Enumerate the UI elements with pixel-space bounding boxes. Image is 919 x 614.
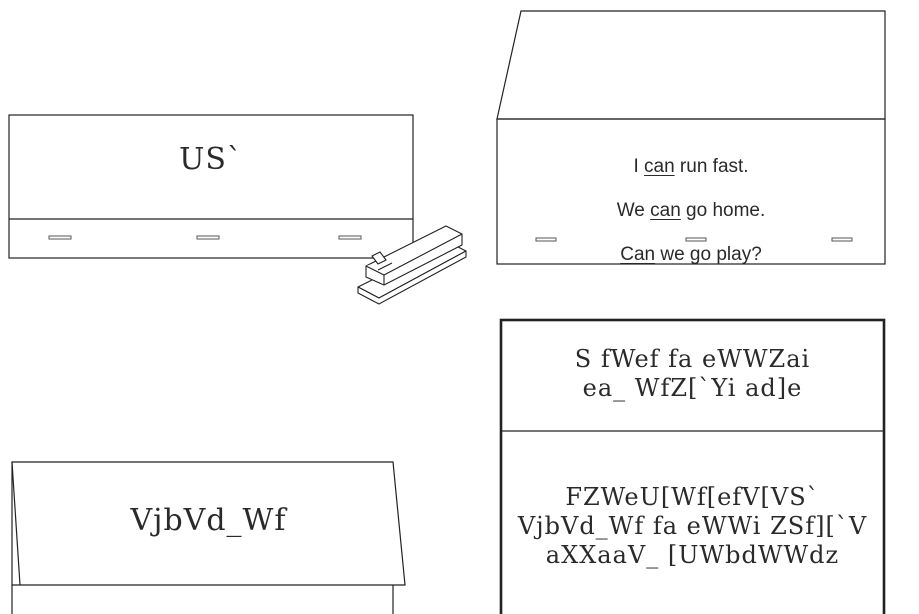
staple-mark xyxy=(197,236,219,239)
sight-word: can xyxy=(644,156,675,177)
section-bottom-label: FZWeU[Wf[efV[VS` VjbVd_Wf fa eWWi ZSf][`… xyxy=(501,483,884,570)
sentence-line: We can go home. xyxy=(497,200,885,222)
sight-word: can xyxy=(650,200,681,221)
staple-mark xyxy=(339,236,361,239)
card-flap xyxy=(497,11,885,119)
staple-mark xyxy=(49,236,71,239)
strip-outline xyxy=(9,115,413,258)
section-top-label: S fWef fa eWWZai ea_ WfZ[`Yi ad]e xyxy=(501,345,884,403)
card-sentences: I can run fast. We can go home. Can we g… xyxy=(497,134,885,288)
sentence-line: Can we go play? xyxy=(497,244,885,266)
sentence-line: I can run fast. xyxy=(497,156,885,178)
tent-label: VjbVd_Wf xyxy=(12,503,405,539)
sight-word: Can xyxy=(620,244,655,265)
strip-panel xyxy=(9,115,413,258)
strip-label: US` xyxy=(9,142,413,178)
stapler-icon xyxy=(358,226,466,304)
